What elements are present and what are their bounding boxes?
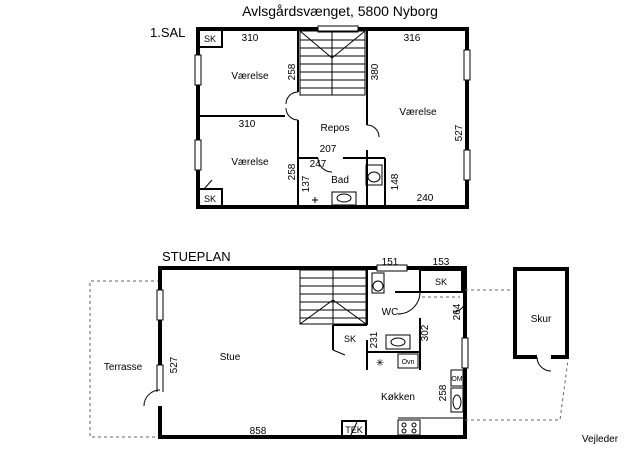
room-label-tek: TEK — [345, 425, 363, 435]
door-gap — [156, 392, 164, 406]
dimension-label: 240 — [417, 193, 434, 204]
window — [463, 149, 471, 181]
dimension-label: 151 — [382, 257, 399, 268]
hob — [397, 419, 421, 436]
dimension-label: 258 — [438, 384, 449, 401]
door-swing — [317, 157, 333, 173]
ground-floor: STUEPLAN — [89, 249, 569, 439]
ground-floor-label: STUEPLAN — [162, 249, 231, 264]
dimension-label: 316 — [404, 33, 421, 44]
dimension-label: 231 — [369, 331, 380, 348]
closet — [419, 269, 463, 293]
kitchen-fixtures: Ovn ✳ OM — [376, 353, 464, 436]
staircase-upper — [299, 30, 366, 96]
door-gap — [537, 354, 551, 360]
wc-fixtures — [371, 272, 411, 350]
technical-room — [341, 420, 367, 438]
dimension-label: 258 — [287, 63, 298, 80]
dimension-label: 137 — [301, 175, 312, 192]
appliance-label-om: OM — [451, 376, 462, 383]
door-swing — [366, 124, 380, 138]
window — [194, 54, 202, 86]
door-swing — [285, 107, 299, 121]
dimension-label: 264 — [452, 303, 463, 320]
room-label-skur: Skur — [531, 314, 552, 325]
room-label-koekken: Køkken — [381, 392, 415, 403]
upper-floor: 1.SAL SK SK — [150, 25, 471, 209]
oven-box — [397, 353, 419, 369]
door-swing — [536, 356, 552, 372]
dimension-label: 310 — [239, 119, 256, 130]
dimension-label: 148 — [390, 173, 401, 190]
terrace-outline — [89, 280, 160, 438]
room-label-terrasse: Terrasse — [104, 362, 143, 373]
dimension-label: 527 — [454, 124, 465, 141]
door-swing — [452, 299, 466, 313]
dimension-label: 310 — [242, 33, 259, 44]
room-label-vaerelse: Værelse — [231, 157, 269, 168]
shed: Skur — [513, 267, 569, 372]
dimension-label: 302 — [420, 324, 431, 341]
window — [463, 49, 471, 81]
window — [194, 139, 202, 171]
door-swing — [397, 291, 421, 315]
staircase-ground — [299, 269, 367, 325]
room-label-vaerelse: Værelse — [399, 107, 437, 118]
room-label-sk: SK — [344, 334, 356, 344]
oven-microwave-box — [450, 369, 464, 387]
closet-door — [203, 179, 213, 190]
room-label-repos: Repos — [321, 123, 350, 134]
room-label-vaerelse: Værelse — [231, 71, 269, 82]
dimension-label: 247 — [310, 159, 327, 170]
room-label-bad: Bad — [331, 175, 349, 186]
window — [461, 337, 469, 369]
footer-label: Vejleder — [582, 434, 619, 445]
bath-fixtures — [312, 164, 383, 206]
room-label-sk: SK — [435, 277, 447, 287]
window — [376, 264, 408, 272]
dimension-label: 527 — [169, 356, 180, 373]
door-swing — [285, 91, 299, 105]
door-swing — [332, 349, 346, 356]
dimension-label: 258 — [287, 163, 298, 180]
room-label-sk: SK — [204, 194, 216, 204]
dimension-label: 207 — [320, 144, 337, 155]
window — [156, 289, 164, 321]
extractor-icon: ✳ — [376, 358, 384, 369]
dimension-label: 858 — [250, 426, 267, 437]
closet — [197, 188, 223, 208]
upper-floor-label: 1.SAL — [150, 25, 185, 40]
room-label-wc: WC — [382, 307, 399, 318]
dimension-label: 153 — [433, 257, 450, 268]
dimension-label: 380 — [370, 63, 381, 80]
window — [317, 25, 359, 33]
shed-wall — [513, 267, 569, 359]
room-label-stue: Stue — [220, 352, 241, 363]
door-swing — [143, 389, 161, 407]
door-swing — [349, 421, 358, 438]
plan-title: Avlsgårdsvænget, 5800 Nyborg — [242, 3, 438, 19]
outdoor-area-outline — [465, 289, 569, 421]
closet — [197, 28, 223, 48]
appliance-label-ovn: Ovn — [402, 359, 415, 366]
room-label-sk: SK — [204, 34, 216, 44]
